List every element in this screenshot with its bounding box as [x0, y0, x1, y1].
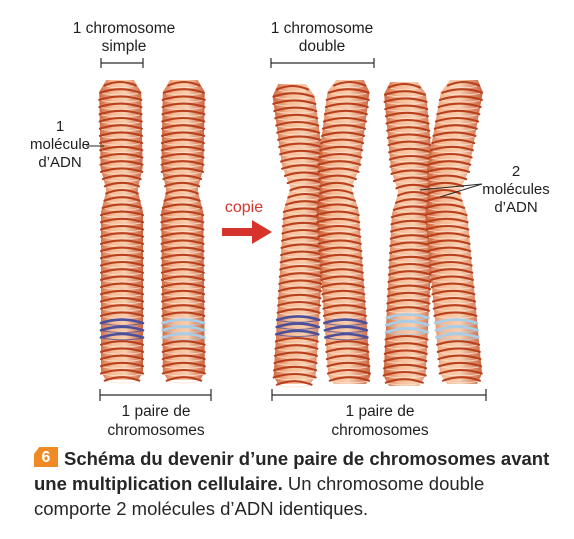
- chromatid-simple-a: [98, 80, 145, 384]
- label-molecule-1: 1: [56, 118, 64, 135]
- arrow-copie: [222, 220, 272, 244]
- bracket-paire-left: [99, 389, 212, 401]
- label-deux-molecules-1: 2: [512, 163, 520, 180]
- chromatid-simple-b: [160, 80, 206, 384]
- label-paire-left-1: 1 paire de: [122, 403, 191, 420]
- chromatid-double-2b: [424, 80, 484, 384]
- label-deux-molecules-2: molécules: [482, 181, 550, 198]
- chromatid-double-2a: [382, 82, 435, 386]
- label-chromosome-simple-2: simple: [102, 38, 147, 55]
- label-paire-right-2: chromosomes: [331, 422, 429, 439]
- figure-number-badge: 6: [34, 447, 58, 467]
- label-deux-molecules-3: d’ADN: [494, 199, 537, 216]
- label-molecule-2: molécule: [30, 136, 90, 153]
- caption-text: Un chromosome double comporte 2 molécule…: [34, 473, 485, 519]
- bracket-paire-right: [271, 389, 487, 401]
- label-chromosome-double-1: 1 chromosome: [271, 20, 374, 37]
- bracket-chromosome-simple: [100, 58, 144, 68]
- label-copie: copie: [225, 199, 263, 216]
- label-chromosome-double-2: double: [299, 38, 346, 55]
- label-molecule-3: d’ADN: [38, 154, 81, 171]
- caption-title: Schéma du devenir d’une paire de chromos…: [34, 448, 550, 494]
- label-paire-right-1: 1 paire de: [346, 403, 415, 420]
- label-paire-left-2: chromosomes: [107, 422, 205, 439]
- chromatid-double-1b: [315, 80, 371, 384]
- bracket-chromosome-double: [270, 58, 375, 68]
- chromatid-double-1a: [272, 84, 327, 388]
- chromatids-group: [98, 80, 484, 388]
- label-chromosome-simple-1: 1 chromosome: [73, 20, 176, 37]
- chromosome-diagram: 1 chromosome simple 1 chromosome double …: [30, 20, 550, 439]
- pointer-deux-molecules: [419, 183, 483, 198]
- figure-number: 6: [41, 449, 51, 466]
- figure-caption: 6 Schéma du devenir d’une paire de chrom…: [34, 446, 564, 521]
